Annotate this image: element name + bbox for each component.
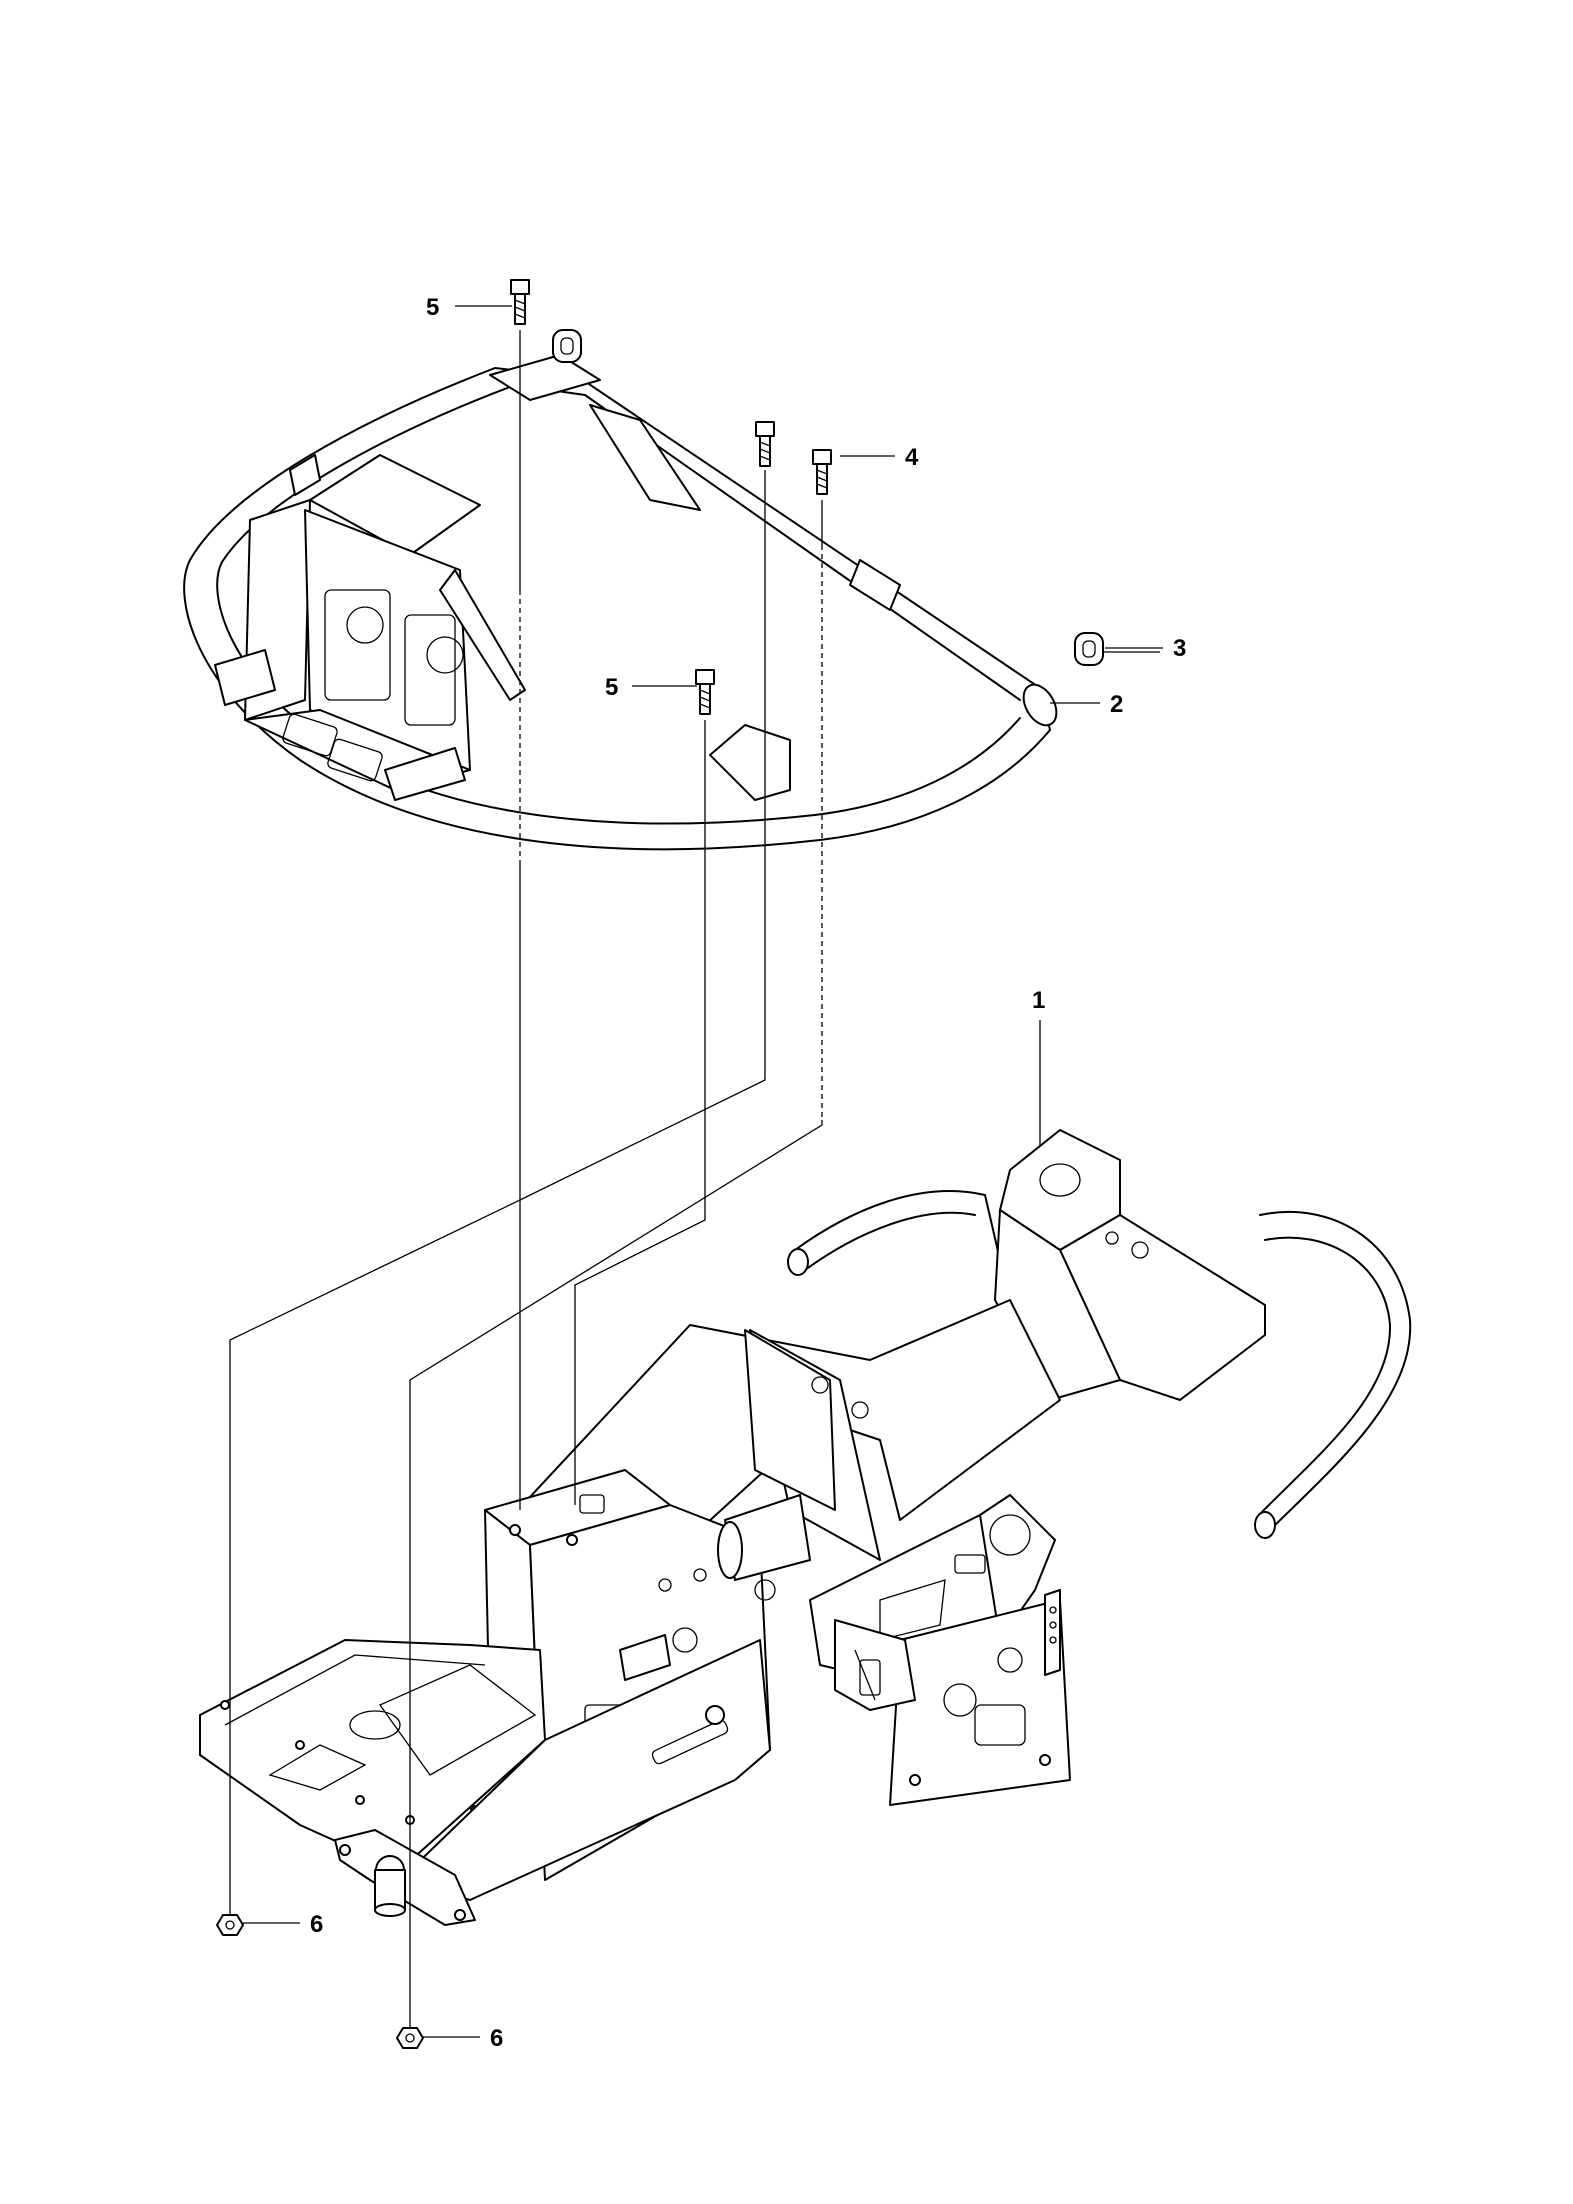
callout-6-bottom: 6 [490,2025,503,2052]
callout-5-middle: 5 [605,674,618,701]
assembly-lines [229,330,1160,2028]
screw-part [510,279,832,715]
callout-5-top: 5 [426,294,439,321]
callout-2: 2 [1110,691,1123,718]
callout-labels: 5 4 3 2 5 1 6 6 [310,294,1186,2052]
bumper-frame-part [183,354,1058,851]
bumper-clip-part [552,329,1104,666]
chassis-frame-part [199,1129,1412,1926]
nut-part [216,1914,424,2049]
callout-leaders [243,305,1163,2038]
callout-3: 3 [1173,635,1186,662]
callout-1: 1 [1032,987,1045,1014]
callout-6-left: 6 [310,1911,323,1938]
callout-4: 4 [905,444,919,471]
